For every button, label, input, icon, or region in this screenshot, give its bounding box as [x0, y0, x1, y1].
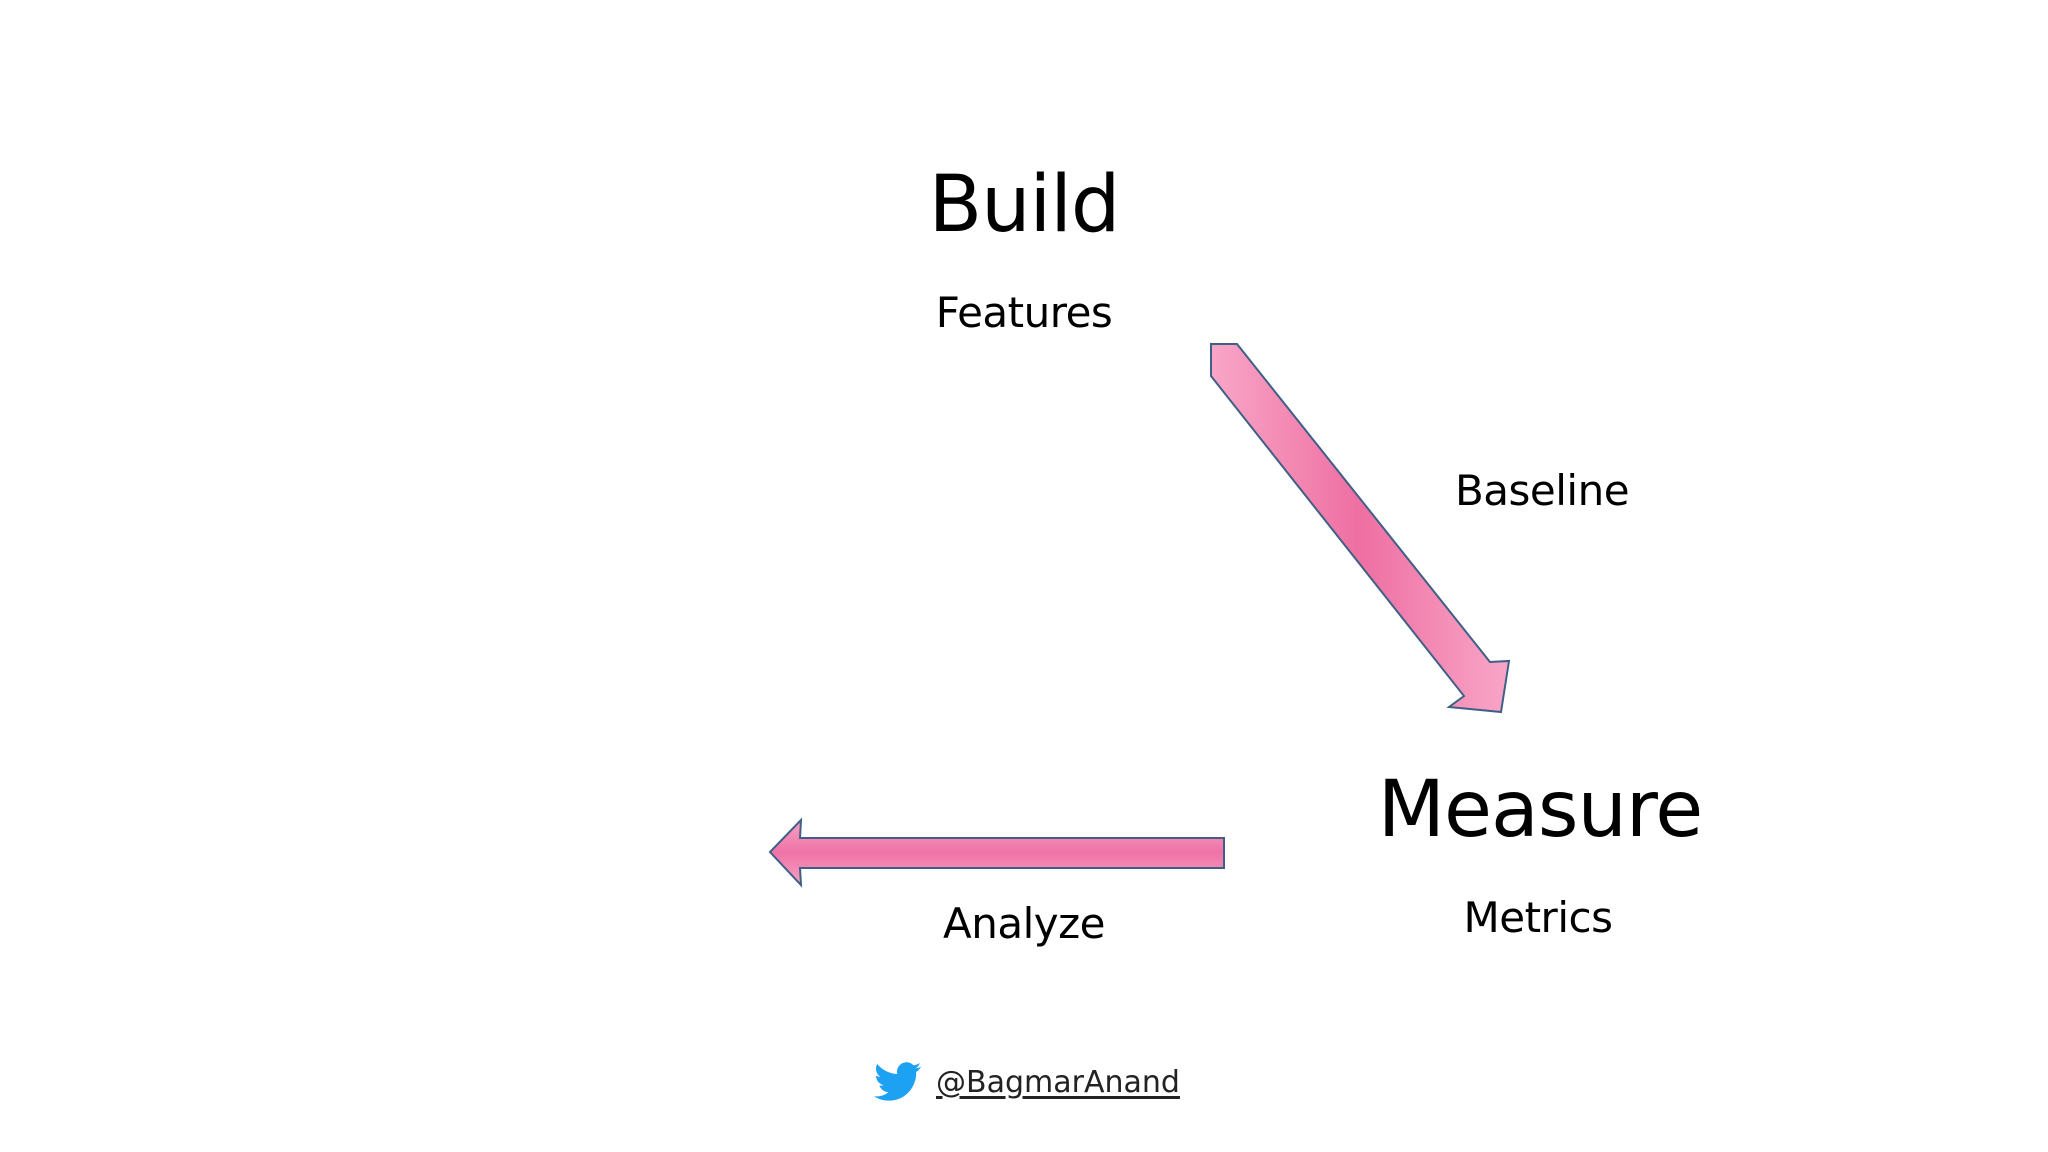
twitter-handle[interactable]: @BagmarAnand [874, 1062, 1180, 1102]
baseline-edge-label: Baseline [1454, 466, 1630, 515]
build-node-subtitle: Features [935, 288, 1113, 337]
measure-to-analyze-arrow [768, 817, 1225, 888]
analyze-edge-label: Analyze [943, 899, 1106, 948]
build-to-measure-arrow [1210, 343, 1511, 714]
measure-node-subtitle: Metrics [1463, 893, 1613, 942]
measure-node-title: Measure [1377, 765, 1703, 855]
build-node-title: Build [928, 160, 1121, 250]
twitter-handle-link[interactable]: @BagmarAnand [936, 1064, 1180, 1100]
twitter-bird-icon [874, 1062, 922, 1101]
